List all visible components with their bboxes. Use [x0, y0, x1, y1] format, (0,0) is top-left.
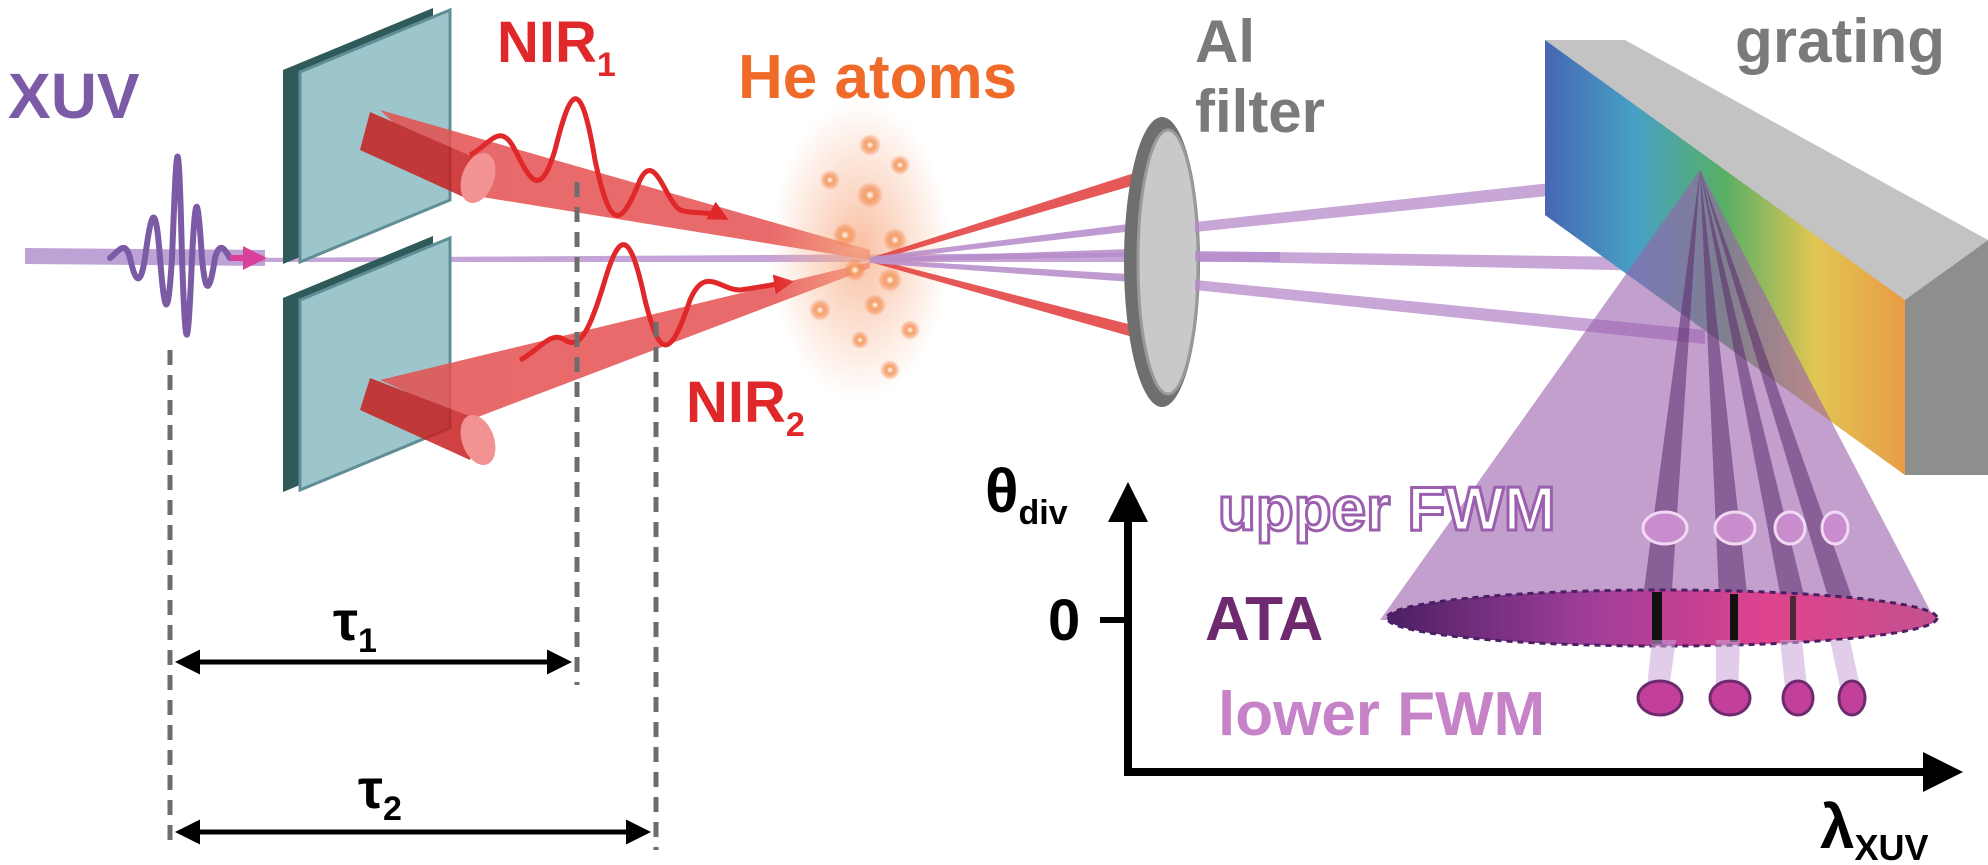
- nir1-pulse-waveform: [468, 96, 729, 221]
- upper-fwm-label: upper FWM: [1218, 475, 1556, 544]
- nir2-label: NIR2: [686, 370, 805, 444]
- time-reference-lines: [167, 182, 659, 850]
- upper-mirror: [283, 7, 452, 265]
- xuv-pulse-waveform: [107, 153, 267, 338]
- nir2-subscript: 2: [786, 406, 805, 444]
- al-filter-label-line2: filter: [1195, 78, 1325, 145]
- lambda-xuv-label: λXUV: [1820, 793, 1929, 865]
- tau2-subscript: 2: [383, 790, 402, 828]
- grating-label: grating: [1735, 7, 1945, 76]
- lower-fwm-label: lower FWM: [1218, 680, 1545, 749]
- lower-fwm-spots: [1636, 679, 1867, 717]
- nir1-subscript: 1: [597, 46, 616, 84]
- he-atoms-cloud: [770, 100, 950, 400]
- theta-subscript: div: [1019, 494, 1068, 532]
- al-filter-label-line1: Al: [1195, 8, 1255, 75]
- zero-label: 0: [1048, 588, 1080, 653]
- spectrometer-projection: [1380, 170, 1935, 620]
- detector-axes: [1100, 482, 1963, 792]
- lower-mirror: [283, 235, 452, 493]
- xuv-label: XUV: [8, 60, 140, 132]
- tau1-label: τ1: [333, 589, 377, 660]
- nir1-label: NIR1: [497, 10, 616, 84]
- outgoing-beams: [870, 168, 1160, 342]
- lambda-subscript: XUV: [1854, 827, 1928, 865]
- theta-div-label: θdiv: [985, 457, 1068, 532]
- tau1-subscript: 1: [358, 622, 377, 660]
- upper-fwm-spots: [1641, 510, 1850, 546]
- tau2-label: τ2: [358, 757, 402, 828]
- ata-label: ATA: [1205, 585, 1323, 654]
- nir1-beam: [360, 110, 870, 260]
- ata-signal: [1385, 588, 1939, 648]
- he-atoms-label: He atoms: [738, 43, 1017, 112]
- al-filter: [1124, 117, 1200, 407]
- nir2-beam: [360, 262, 870, 466]
- nir2-pulse-waveform: [518, 242, 794, 363]
